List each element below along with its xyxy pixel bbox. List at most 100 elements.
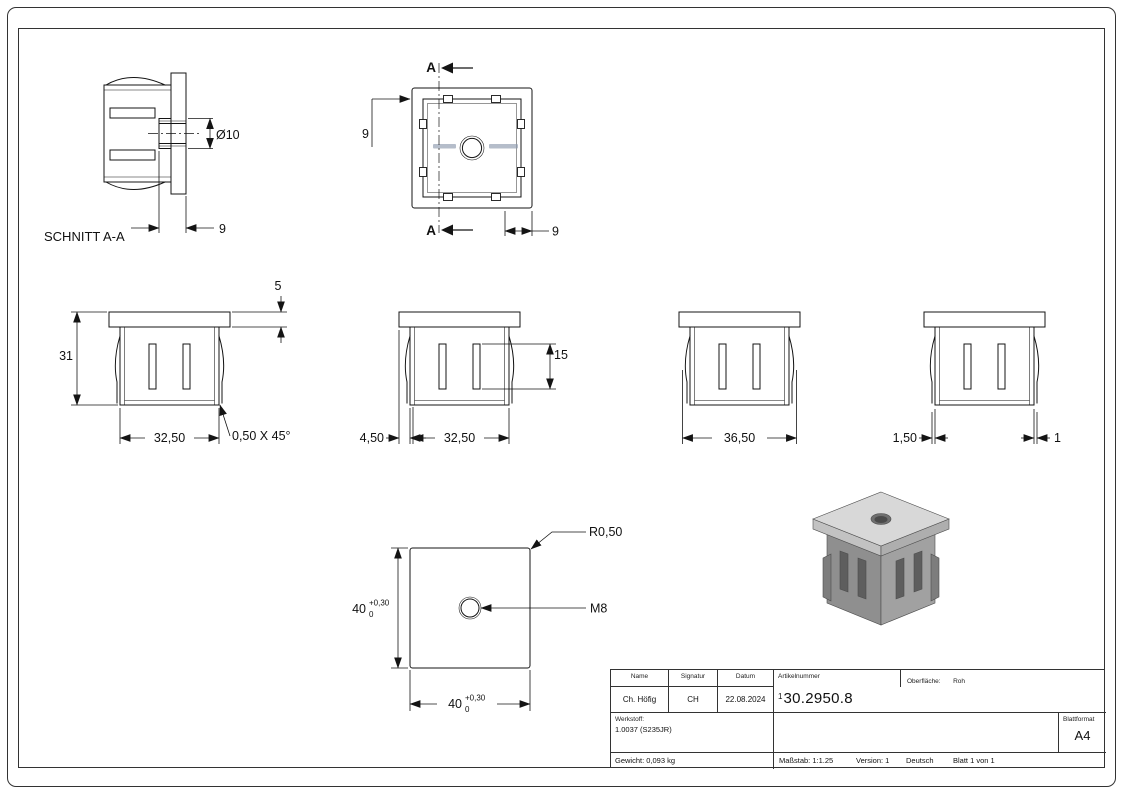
cap-side-profile-3: [678, 311, 801, 406]
tab-bottom-2: [491, 193, 501, 201]
cap-side-profile-1: [108, 311, 231, 406]
side-view-4: 1,50 1: [893, 311, 1061, 445]
spring-tab-bottom: [105, 181, 166, 190]
iso-thread-hole-core: [874, 516, 888, 523]
section-arrow-top-icon: [441, 62, 453, 74]
chamfer-note-text: 0,50 X 45°: [232, 429, 291, 443]
tab-left-2: [419, 167, 427, 177]
thread-core-circle2: [460, 598, 480, 618]
tab-right-1: [517, 119, 525, 129]
sheet-format-label: Blattformat: [1063, 716, 1095, 723]
value-signature-cell: CH: [669, 687, 718, 713]
dim-height-tol-plus: +0,30: [369, 599, 390, 608]
surface-value: Roh: [953, 678, 965, 685]
header-article-cell: Artikelnummer: [774, 670, 901, 687]
sheet-number-value: Blatt 1 von 1: [953, 756, 995, 765]
iso-slot-3: [895, 557, 905, 600]
tab-bottom-1: [443, 193, 453, 201]
weight-value: Gewicht: 0,093 kg: [615, 756, 676, 765]
dim-body-width2-text: 32,50: [444, 431, 475, 445]
section-arrow-bottom-icon: [441, 224, 453, 236]
sheet-format-value: A4: [1074, 728, 1091, 743]
header-surface-cell: Oberfläche: Roh: [901, 670, 1106, 687]
header-signature-label: Signatur: [680, 673, 706, 680]
value-article-cell: 130.2950.8: [774, 687, 1106, 713]
title-block: Name Signatur Datum Artikelnummer Oberfl…: [610, 669, 1106, 769]
drafter-signature: CH: [687, 695, 699, 704]
meta-row-cell: Maßstab: 1:1.25 Version: 1 Deutsch Blatt…: [774, 753, 1106, 769]
dim-right-text: 9: [552, 225, 559, 239]
material-value: 1.0037 (S235JR): [615, 725, 672, 734]
iso-slot-1: [839, 550, 849, 593]
dim-width-tol-zero: 0: [465, 705, 470, 714]
dim-section-offset-text: 9: [362, 127, 369, 141]
header-date-cell: Datum: [718, 670, 774, 687]
dim-width-tol-plus: +0,30: [465, 694, 486, 703]
scale-value: Maßstab: 1:1.25: [779, 756, 834, 765]
flange-outline: [411, 87, 533, 209]
chamfer-leader: [219, 404, 231, 437]
dim-depth-text: 9: [219, 222, 226, 236]
drafter-name: Ch. Höfig: [622, 695, 657, 704]
slot-through-top: [109, 107, 156, 119]
thread-core-circle: [461, 137, 483, 159]
material-label: Werkstoff:: [615, 716, 645, 723]
article-number-prefix: 1: [778, 692, 783, 701]
dim-flange-height-text: 5: [275, 279, 282, 293]
article-number-main: 30.2950.8: [783, 690, 853, 707]
side-view-3: 36,50: [678, 311, 801, 445]
title-block-empty-cell: [774, 713, 1059, 753]
value-date-cell: 22.08.2024: [718, 687, 774, 713]
dim-left-text: 1,50: [893, 431, 917, 445]
dim-height-text: 40: [352, 602, 366, 616]
bottom-view: R0,50 M8 40 +0,30 0 40 +0,30 0: [352, 525, 622, 714]
side-view-1: 5 31 32,50 0,50 X 45°: [59, 279, 290, 445]
top-view: A A 9 9: [362, 60, 559, 239]
iso-tab-right: [930, 553, 940, 602]
body-outline: [422, 98, 522, 198]
iso-view: [812, 491, 950, 626]
cap-side-profile-2: [398, 311, 521, 406]
thread-note-text: M8: [590, 602, 607, 616]
dim-height-tol-zero: 0: [369, 610, 374, 619]
header-date-label: Datum: [735, 673, 756, 680]
language-value: Deutsch: [906, 756, 934, 765]
header-name-label: Name: [630, 673, 649, 680]
iso-tab-left: [822, 553, 832, 602]
sheet-inner-frame: [18, 28, 1105, 768]
sheet-format-cell: Blattformat A4: [1059, 713, 1106, 753]
dim-offset-text: 4,50: [360, 431, 384, 445]
iso-slot-2: [857, 557, 867, 600]
section-view: Ø10 9 SCHNITT A-A: [44, 72, 240, 244]
iso-slot-4: [913, 550, 923, 593]
section-view-label: SCHNITT A-A: [44, 229, 125, 244]
side-view-2: 15 4,50 32,50: [360, 311, 568, 445]
thread-od-circle: [459, 135, 485, 161]
value-name-cell: Ch. Höfig: [611, 687, 669, 713]
tab-top-2: [491, 95, 501, 103]
material-cell: Werkstoff: 1.0037 (S235JR): [611, 713, 774, 753]
drawing-date: 22.08.2024: [725, 695, 766, 704]
slot-through-bottom: [109, 149, 156, 161]
dim-diameter-text: Ø10: [216, 128, 240, 142]
header-signature-cell: Signatur: [669, 670, 718, 687]
tab-right-2: [517, 167, 525, 177]
article-number: 130.2950.8: [774, 687, 1106, 708]
molded-text-mark-right: [489, 144, 518, 149]
sheet-outer-frame: [7, 7, 1116, 787]
header-name-cell: Name: [611, 670, 669, 687]
version-value: Version: 1: [856, 756, 890, 765]
dim-body-width-text: 32,50: [154, 431, 185, 445]
section-letter-top: A: [426, 60, 436, 75]
dim-outer-width-text: 36,50: [724, 431, 755, 445]
tab-left-1: [419, 119, 427, 129]
molded-text-mark-left: [433, 144, 456, 149]
cap-side-profile-4: [923, 311, 1046, 406]
weight-cell: Gewicht: 0,093 kg: [611, 753, 774, 769]
dim-slot-height-text: 15: [554, 348, 568, 362]
surface-label: Oberfläche:: [907, 678, 941, 685]
spring-tab-top: [105, 77, 166, 86]
tab-top-1: [443, 95, 453, 103]
radius-note-text: R0,50: [589, 525, 622, 539]
